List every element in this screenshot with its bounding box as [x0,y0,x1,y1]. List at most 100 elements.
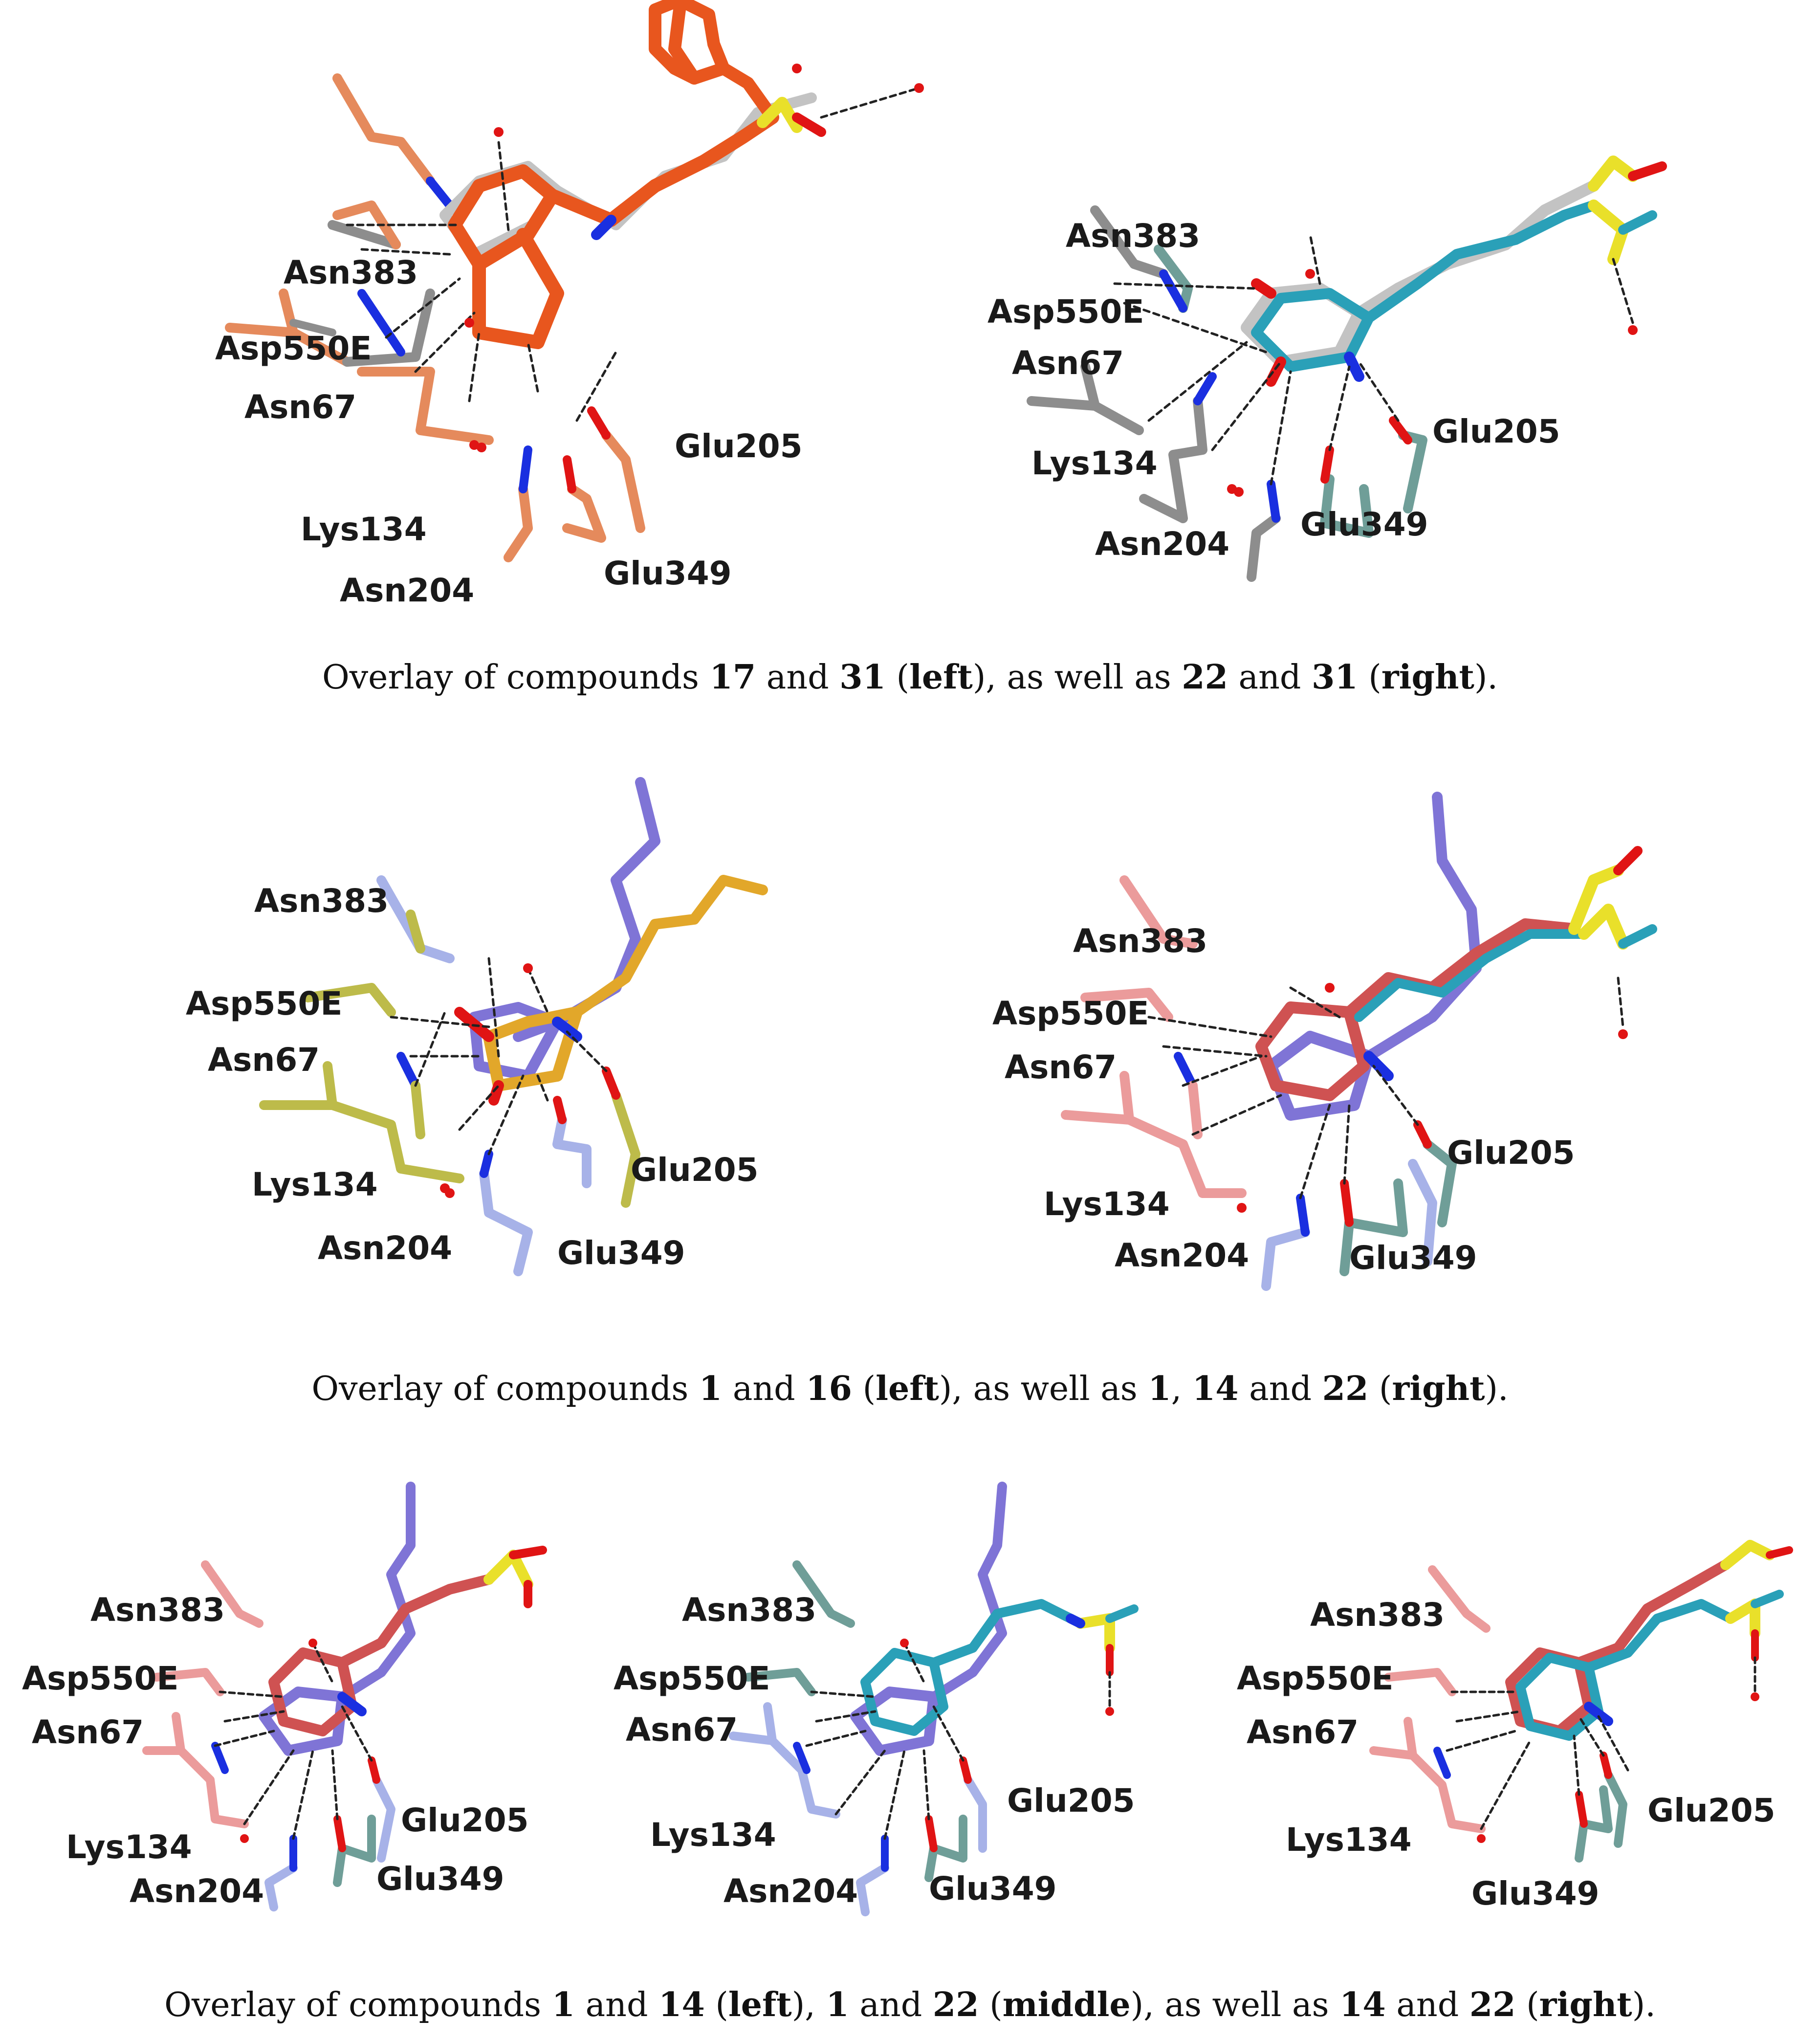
label-asn67: Asn67 [208,1041,320,1079]
label-lys134: Lys134 [650,1816,776,1854]
label-glu205: Glu205 [675,427,803,465]
caption-run: and [849,1986,933,2024]
label-lys134: Lys134 [1044,1185,1170,1223]
caption-run: left [909,658,973,697]
caption-run: and [1228,658,1312,697]
caption-run: ), [791,1986,826,2024]
overlay-panel-1-14-22: Asn383 Asp550E Asn67 Lys134 Asn204 Glu20… [987,782,1770,1296]
label-glu349: Glu349 [1349,1239,1477,1277]
caption-run: 16 [806,1369,852,1408]
caption-run: ( [885,658,910,697]
caption-run: ), as well as [1130,1986,1340,2024]
label-asp550e: Asp550E [987,293,1144,331]
label-asp550e: Asp550E [614,1660,770,1697]
caption-run: middle [1002,1985,1131,2024]
caption-run: 1 [1148,1369,1171,1408]
caption-run: and [722,1370,806,1408]
caption-run: ( [1368,1370,1392,1408]
label-asp550e: Asp550E [215,330,372,367]
caption-run: and [575,1986,659,2024]
label-asn67: Asn67 [32,1713,144,1751]
overlay-panel-17-31: Asn383 Asp550E Asn67 Lys134 Asn204 Glu20… [186,0,924,616]
label-lys134: Lys134 [301,510,427,548]
caption-run: right [1381,658,1474,697]
label-glu349: Glu349 [604,555,732,592]
label-asn383: Asn383 [1066,217,1201,255]
caption-run: ( [1515,1986,1539,2024]
molecular-overlay [225,0,924,562]
caption-run: , [1171,1370,1192,1408]
figure-caption-2: Overlay of compounds 1 and 16 (left), as… [0,1369,1820,1408]
caption-run: 1 [699,1369,723,1408]
molecular-overlay [142,1482,547,1911]
caption-run: Overlay of compounds [322,658,710,697]
caption-run: ( [704,1986,728,2024]
label-lys134: Lys134 [1031,444,1158,482]
label-glu205: Glu205 [1647,1792,1776,1829]
caption-run: 1 [826,1985,849,2024]
caption-run: and [1385,1986,1469,2024]
molecular-overlay [259,777,768,1276]
overlay-panel-1-14: Asn383 Asp550E Asn67 Lys134 Asn204 Glu20… [20,1477,596,1946]
caption-run: Overlay of compounds [164,1986,552,2024]
caption-run: left [728,1985,792,2024]
caption-run: 31 [839,658,886,697]
overlay-panel-22-31: Asn383 Asp550E Asn67 Lys134 Asn204 Glu20… [978,147,1760,616]
label-asn204: Asn204 [1095,525,1230,563]
label-glu349: Glu349 [929,1870,1057,1908]
label-glu349: Glu349 [1471,1875,1600,1912]
label-asp550e: Asp550E [186,985,343,1022]
label-glu205: Glu205 [1007,1782,1135,1820]
label-asn383: Asn383 [1310,1596,1445,1634]
caption-run: ), as well as [939,1370,1148,1408]
label-glu349: Glu349 [376,1860,504,1898]
label-asn204: Asn204 [340,572,475,609]
caption-run: ). [1632,1986,1656,2024]
label-glu205: Glu205 [401,1801,529,1839]
caption-run: Overlay of compounds [311,1370,699,1408]
label-asp550e: Asp550E [22,1660,179,1697]
caption-run: ). [1474,658,1498,697]
label-asn383: Asn383 [254,882,389,920]
figure-caption-1: Overlay of compounds 17 and 31 (left), a… [0,658,1820,697]
label-lys134: Lys134 [66,1828,192,1866]
caption-run: 14 [658,1985,705,2024]
overlay-panel-1-16: Asn383 Asp550E Asn67 Lys134 Asn204 Glu20… [186,777,821,1286]
label-glu205: Glu205 [1432,413,1560,450]
label-glu205: Glu205 [631,1151,759,1189]
molecular-overlay [729,1482,1139,1916]
caption-run: right [1539,1985,1632,2024]
caption-run: 22 [1469,1985,1516,2024]
caption-run: ( [852,1370,876,1408]
molecular-overlay [1369,1540,1793,1863]
label-asn67: Asn67 [1012,344,1124,382]
label-asn204: Asn204 [130,1872,264,1910]
label-glu349: Glu349 [1300,506,1428,543]
caption-run: 1 [551,1985,575,2024]
label-asp550e: Asp550E [1237,1660,1394,1697]
label-asn383: Asn383 [284,254,418,291]
label-asn204: Asn204 [318,1229,453,1267]
figure-caption-3: Overlay of compounds 1 and 14 (left), 1 … [0,1985,1820,2024]
caption-run: 31 [1312,658,1358,697]
molecular-overlay [1027,155,1667,582]
label-asn67: Asn67 [1005,1048,1117,1086]
label-asn383: Asn383 [1073,922,1208,960]
label-asp550e: Asp550E [992,995,1149,1032]
caption-run: ( [1358,658,1381,697]
label-asn67: Asn67 [626,1711,738,1749]
caption-run: 17 [709,658,756,697]
label-asn383: Asn383 [90,1591,225,1629]
caption-run: left [876,1369,939,1408]
caption-run: ( [979,1986,1003,2024]
label-asn67: Asn67 [244,388,357,426]
caption-run: and [756,658,840,697]
label-asn383: Asn383 [682,1591,817,1629]
caption-run: ). [1485,1370,1509,1408]
caption-run: 22 [932,1985,979,2024]
label-glu205: Glu205 [1447,1134,1575,1172]
caption-run: 14 [1339,1985,1386,2024]
caption-run: 14 [1192,1369,1239,1408]
label-lys134: Lys134 [1286,1821,1412,1859]
label-asn204: Asn204 [1115,1237,1250,1274]
